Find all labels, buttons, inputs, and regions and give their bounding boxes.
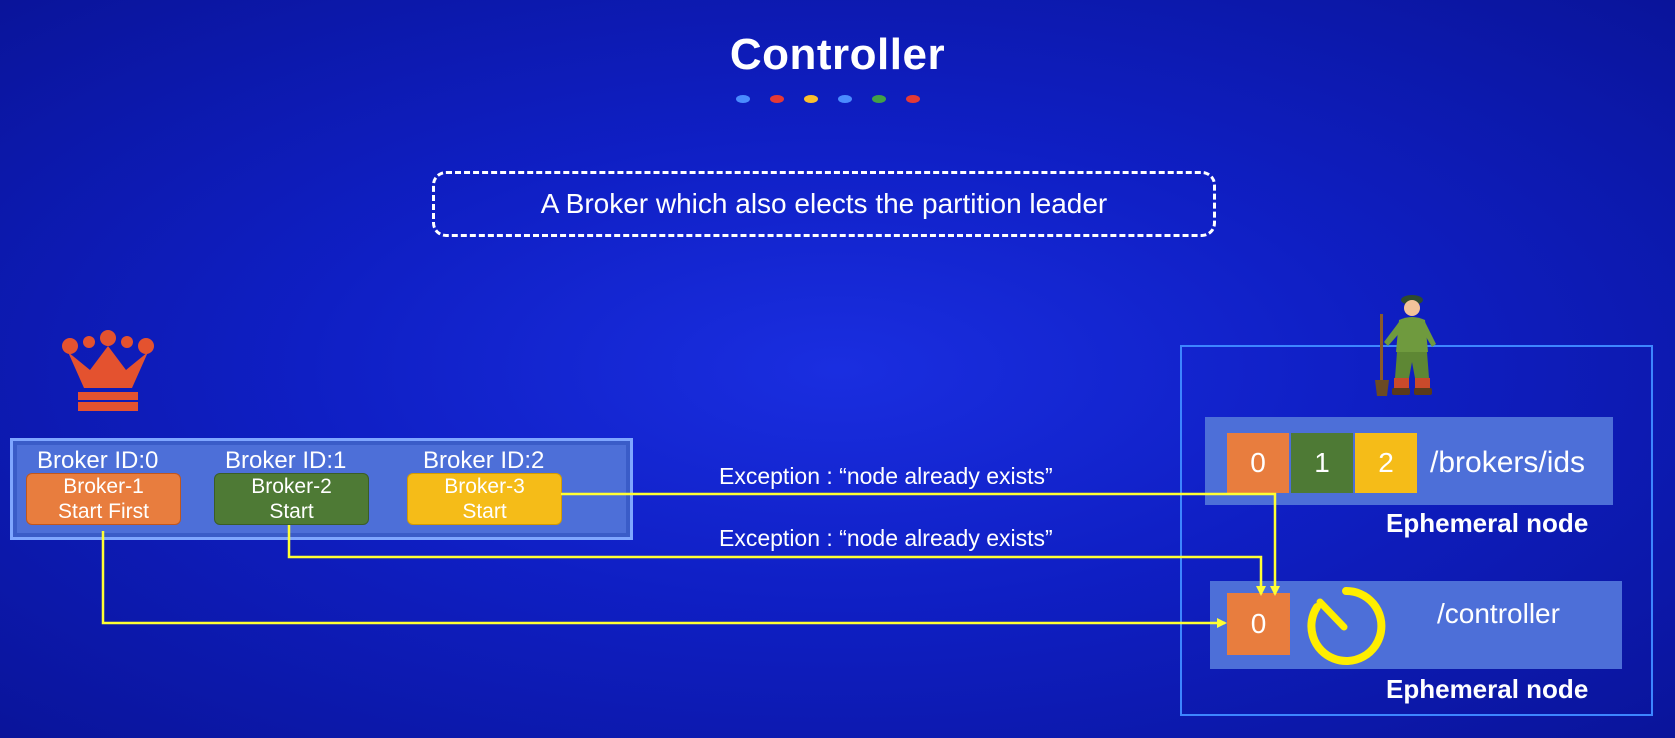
zookeeper-worker-icon — [1375, 295, 1436, 396]
decoration-dot — [736, 95, 750, 103]
broker-name: Broker-3 — [444, 475, 525, 498]
exception-label: Exception : “node already exists” — [719, 525, 1053, 551]
controller-value: 0 — [1250, 608, 1267, 639]
definition-box: A Broker which also elects the partition… — [432, 171, 1216, 237]
broker-3-wire — [561, 492, 1280, 596]
controller-cell: 0 — [1227, 593, 1290, 655]
broker-id-value: 1 — [1314, 447, 1330, 478]
broker-id-value: 0 — [1250, 447, 1266, 478]
broker-id-cell: 0 — [1227, 433, 1289, 493]
broker-status: Start — [462, 500, 507, 523]
broker-name: Broker-1 — [63, 475, 144, 498]
broker-status: Start First — [57, 500, 149, 523]
ephemeral-node-label: Ephemeral node — [1386, 508, 1589, 538]
broker-id-label: Broker ID:1 — [225, 447, 347, 474]
exception-label: Exception : “node already exists” — [719, 463, 1053, 489]
broker-id-cell: 1 — [1291, 433, 1353, 493]
broker-id-value: 2 — [1378, 447, 1394, 478]
broker-name: Broker-2 — [251, 475, 332, 498]
definition-text: A Broker which also elects the partition… — [540, 188, 1108, 219]
decoration-dot — [770, 95, 784, 103]
broker-id-cell: 2 — [1355, 433, 1417, 493]
broker-card: Broker-2 Start — [214, 473, 369, 525]
slide-title: Controller — [729, 30, 946, 79]
decoration-dot — [906, 95, 920, 103]
title-decoration-dots — [736, 95, 920, 105]
timer-icon — [1307, 586, 1386, 665]
broker-card: Broker-3 Start — [407, 473, 562, 525]
ephemeral-node-label: Ephemeral node — [1386, 674, 1589, 704]
decoration-dot — [872, 95, 886, 103]
decoration-dot — [838, 95, 852, 103]
broker-id-label: Broker ID:0 — [37, 447, 159, 474]
decoration-dot — [804, 95, 818, 103]
broker-1-wire — [101, 531, 1227, 628]
crown-icon — [62, 330, 154, 411]
controller-path: /controller — [1437, 598, 1560, 629]
broker-status: Start — [269, 500, 314, 523]
broker-id-label: Broker ID:2 — [423, 447, 545, 474]
broker-cluster: Broker ID:0 Broker ID:1 Broker ID:2 Brok… — [10, 438, 633, 540]
broker-2-wire — [287, 525, 1266, 596]
broker-card: Broker-1 Start First — [26, 473, 181, 525]
broker-ids-path: /brokers/ids — [1430, 446, 1586, 479]
